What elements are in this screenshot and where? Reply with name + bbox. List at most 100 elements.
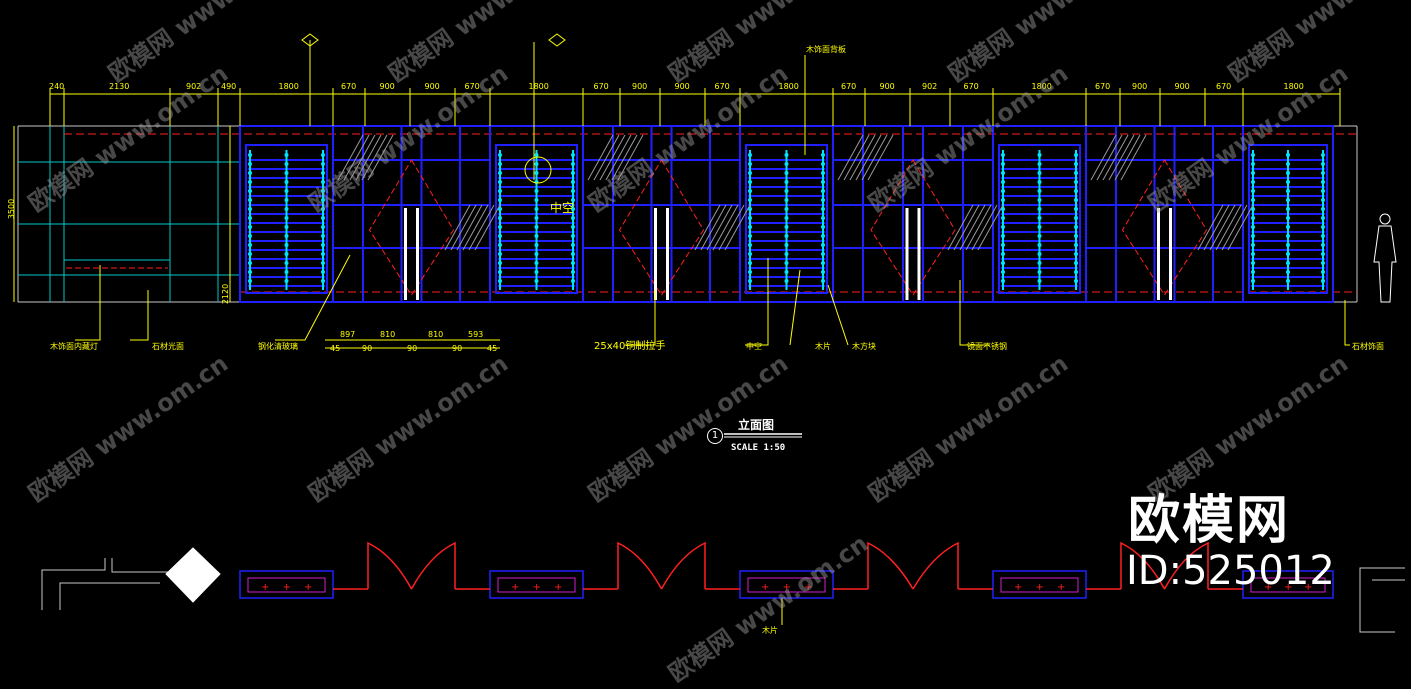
- light-dot: [784, 162, 789, 166]
- light-dot: [1251, 171, 1255, 175]
- light-dot: [821, 171, 825, 175]
- light-dot: [571, 243, 575, 247]
- plan-marker: +: [1304, 582, 1312, 593]
- glass-hatch: [1197, 204, 1224, 251]
- glass-hatch: [837, 134, 864, 181]
- light-dot: [748, 261, 752, 265]
- brand-id: ID:525012: [1126, 548, 1335, 594]
- light-dot: [1321, 243, 1325, 247]
- door-swing: [1163, 541, 1209, 590]
- light-dot: [748, 198, 752, 202]
- cabinet-inner: [1248, 144, 1328, 294]
- light-dot: [1001, 225, 1005, 229]
- glass-hatch: [843, 134, 870, 181]
- plan-cabinet-inner: [497, 577, 576, 593]
- top-dim-label: 1800: [1031, 82, 1052, 91]
- light-dot: [248, 252, 252, 256]
- light-dot: [248, 225, 252, 229]
- light-dot: [321, 153, 325, 157]
- light-dot: [1321, 207, 1325, 211]
- light-dot: [284, 225, 289, 229]
- light-dot: [498, 234, 502, 238]
- plan-marker: +: [761, 582, 769, 593]
- plan-cabinet: [739, 570, 834, 599]
- light-dot: [321, 261, 325, 265]
- light-dot: [571, 234, 575, 238]
- light-dot: [571, 207, 575, 211]
- top-dim-label: 670: [1095, 82, 1111, 91]
- plan-marker: +: [1036, 582, 1044, 593]
- bottom-dimension-line: [325, 339, 500, 349]
- light-dot: [1037, 162, 1042, 166]
- light-dot: [321, 225, 325, 229]
- light-dot: [321, 243, 325, 247]
- light-dot: [498, 171, 502, 175]
- door-swing: [410, 541, 456, 590]
- light-dot: [1251, 189, 1255, 193]
- plan-marker: +: [1057, 582, 1065, 593]
- light-dot: [248, 234, 252, 238]
- top-dim-label: 1800: [528, 82, 549, 91]
- light-dot: [571, 198, 575, 202]
- light-dot: [571, 216, 575, 220]
- light-dot: [321, 207, 325, 211]
- top-dim-label: 670: [1216, 82, 1232, 91]
- plan-marker: +: [554, 582, 562, 593]
- glass-hatch: [337, 134, 364, 181]
- light-dot: [1037, 261, 1042, 265]
- light-dot: [1321, 189, 1325, 193]
- bottom-dim-label: 810: [380, 330, 396, 339]
- light-dot: [248, 189, 252, 193]
- light-dot: [534, 225, 539, 229]
- glass-hatch: [1203, 204, 1230, 251]
- door-frame: [582, 125, 741, 303]
- light-dot: [498, 270, 502, 274]
- light-dot: [284, 216, 289, 220]
- callout-tempered-glass: 钢化清玻璃: [258, 342, 298, 351]
- top-dim-label: 670: [963, 82, 979, 91]
- light-dot: [248, 153, 252, 157]
- light-dot: [284, 162, 289, 166]
- top-dim-label: 900: [632, 82, 648, 91]
- top-dim-label: 900: [424, 82, 440, 91]
- cabinet-inner: [745, 144, 828, 294]
- light-dot: [748, 243, 752, 247]
- glass-hatch: [355, 134, 382, 181]
- light-dot: [321, 270, 325, 274]
- top-dim-label: 902: [922, 82, 938, 91]
- light-dot: [1001, 189, 1005, 193]
- light-dot: [821, 189, 825, 193]
- glass-hatch: [718, 204, 745, 251]
- light-dot: [784, 171, 789, 175]
- light-dot: [498, 243, 502, 247]
- light-dot: [1286, 270, 1290, 274]
- light-dot: [1074, 180, 1078, 184]
- light-dot: [321, 162, 325, 166]
- glass-hatch: [855, 134, 882, 181]
- plan-marker: +: [304, 582, 312, 593]
- light-dot: [321, 189, 325, 193]
- door-diamond: [618, 159, 705, 296]
- top-tag-wood-panel: 木饰面背板: [806, 45, 846, 54]
- callout-stone-polished: 石材光面: [152, 342, 184, 351]
- light-dot: [1037, 189, 1042, 193]
- top-dim-label: 240: [49, 82, 65, 91]
- glass-hatch: [861, 134, 888, 181]
- light-dot: [498, 153, 502, 157]
- light-dot: [248, 270, 252, 274]
- light-dot: [534, 207, 539, 211]
- light-dot: [1251, 261, 1255, 265]
- light-dot: [821, 198, 825, 202]
- top-dim-label: 900: [1174, 82, 1190, 91]
- light-dot: [1321, 216, 1325, 220]
- light-dot: [1001, 171, 1005, 175]
- callout-mirror-steel: 镜面不锈钢: [967, 342, 1007, 351]
- light-dot: [821, 252, 825, 256]
- light-dot: [821, 180, 825, 184]
- light-dot: [284, 153, 289, 157]
- title-underline: [724, 433, 802, 438]
- light-dot: [1321, 198, 1325, 202]
- glass-hatch: [474, 204, 501, 251]
- light-dot: [1001, 207, 1005, 211]
- light-dot: [748, 279, 752, 283]
